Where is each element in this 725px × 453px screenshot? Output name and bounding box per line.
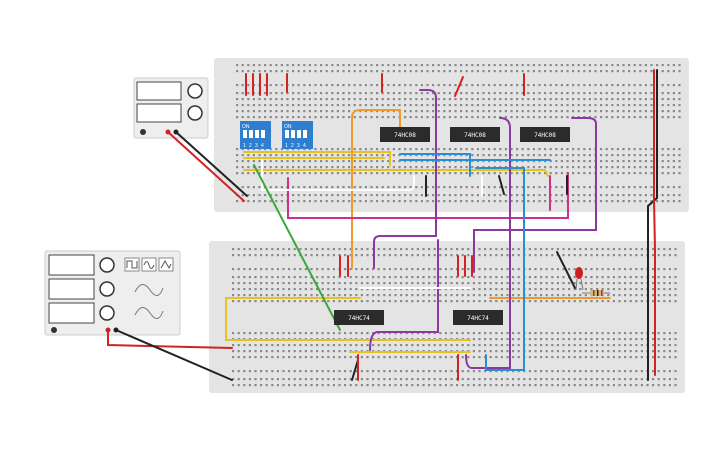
- square-wave-icon: [126, 260, 138, 269]
- bottom-breadboard[interactable]: [209, 241, 685, 393]
- dip-switch-2-on-label: ON: [284, 124, 292, 130]
- wire-supply-negative: [175, 131, 248, 197]
- dip-switch-2-pos-2: 2: [291, 143, 294, 149]
- amplitude-display: [48, 278, 95, 300]
- sine-wave-button[interactable]: [141, 257, 157, 272]
- wires[interactable]: [107, 69, 658, 381]
- chip-u5-label: 74HC74: [467, 315, 489, 322]
- amplitude-knob[interactable]: [99, 281, 115, 297]
- wire-orange-1: [351, 109, 401, 269]
- wire-green-clock: [253, 164, 341, 331]
- wire-purple-3: [473, 117, 597, 273]
- wire-black-ground-jumpers: [425, 175, 568, 197]
- dip-switch-2-pos-4: 4: [303, 143, 306, 149]
- chip-u4-label: 74HC74: [348, 315, 370, 322]
- generator-power-switch[interactable]: [51, 327, 57, 333]
- chip-u5-74hc74[interactable]: 74HC74: [453, 310, 503, 325]
- waveform-preview-2: [134, 307, 164, 319]
- waveform-preview-1: [134, 284, 164, 296]
- dip-switch-2-toggles[interactable]: [285, 130, 307, 138]
- wire-black-led: [556, 251, 576, 289]
- wire-rail-jumpers-red: [245, 73, 268, 96]
- chip-u2-label: 74HC08: [464, 132, 486, 139]
- current-knob[interactable]: [187, 105, 203, 121]
- dip-switch-2[interactable]: ON 1 2 3 4: [282, 121, 313, 149]
- dip-switch-2-pos-3: 3: [297, 143, 300, 149]
- chip-u2-74hc08[interactable]: 74HC08: [450, 127, 500, 142]
- resistor[interactable]: [582, 290, 610, 296]
- offset-display: [48, 302, 95, 324]
- power-switch[interactable]: [140, 129, 146, 135]
- led[interactable]: [575, 267, 584, 291]
- dip-switch-2-pos-1: 1: [285, 143, 288, 149]
- wire-blue-1: [399, 153, 471, 177]
- wire-right-rail-black: [647, 69, 658, 381]
- dc-power-supply[interactable]: [133, 77, 209, 139]
- square-wave-button[interactable]: [124, 257, 140, 272]
- wire-yellow-dip-1: [243, 151, 391, 166]
- wire-yellow-bus-top: [243, 169, 549, 177]
- wire-magenta-1: [287, 172, 569, 219]
- wire-generator-output: [107, 329, 233, 349]
- chip-u4-74hc74[interactable]: 74HC74: [334, 310, 384, 325]
- chip-u3-74hc08[interactable]: 74HC08: [520, 127, 570, 142]
- current-display: [136, 103, 182, 123]
- wire-blue-3: [475, 167, 525, 371]
- sine-wave-icon: [143, 261, 155, 269]
- top-breadboard-holes: [236, 64, 681, 203]
- wire-supply-positive: [167, 131, 245, 202]
- dip-switch-1-on-label: ON: [242, 124, 250, 130]
- frequency-knob[interactable]: [99, 257, 115, 273]
- voltage-knob[interactable]: [187, 83, 203, 99]
- wire-right-rail-red-lower: [653, 199, 656, 376]
- triangle-wave-icon: [160, 259, 172, 270]
- dip-switch-1-pos-2: 2: [249, 143, 252, 149]
- wire-generator-ground: [115, 329, 233, 381]
- chip-u1-label: 74HC08: [394, 132, 416, 139]
- chip-u1-74hc08[interactable]: 74HC08: [380, 127, 430, 142]
- triangle-wave-button[interactable]: [158, 257, 174, 272]
- voltage-display: [136, 81, 182, 101]
- wire-red-bottom-jumpers: [339, 255, 473, 277]
- dip-switch-1-pos-4: 4: [261, 143, 264, 149]
- offset-knob[interactable]: [99, 305, 115, 321]
- wire-red-bottom-lower: [357, 354, 459, 381]
- bottom-breadboard-body: [209, 241, 685, 393]
- dip-switch-1-pos-1: 1: [243, 143, 246, 149]
- wire-yellow-bus-bottom: [225, 297, 471, 341]
- wire-rail-jumper-3: [454, 76, 464, 97]
- wire-purple-1: [373, 89, 437, 269]
- dip-switch-1[interactable]: ON 1 2 3 4: [240, 121, 271, 149]
- dip-switch-1-toggles[interactable]: [243, 130, 265, 138]
- dip-switch-1-pos-3: 3: [255, 143, 258, 149]
- wire-purple-2: [369, 239, 439, 351]
- wire-purple-4: [465, 117, 511, 369]
- chip-u3-label: 74HC08: [534, 132, 556, 139]
- bottom-breadboard-holes: [232, 248, 677, 387]
- frequency-display: [48, 254, 95, 276]
- wire-white-1: [261, 159, 415, 191]
- function-generator[interactable]: [44, 250, 181, 336]
